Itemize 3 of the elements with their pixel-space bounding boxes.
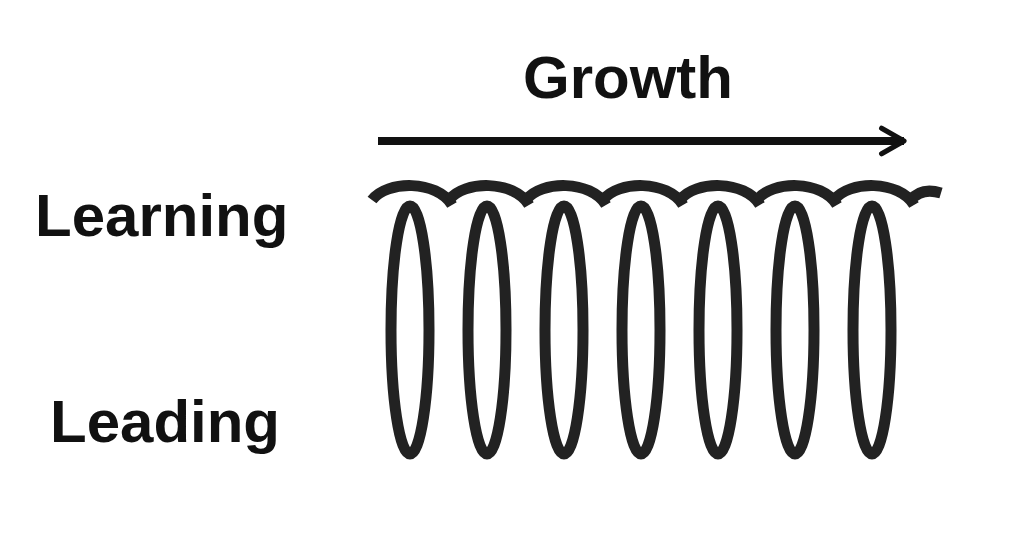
side-label: Leading xyxy=(50,392,280,452)
axis-label: Growth xyxy=(523,48,733,108)
side-label: Learning xyxy=(35,186,289,246)
